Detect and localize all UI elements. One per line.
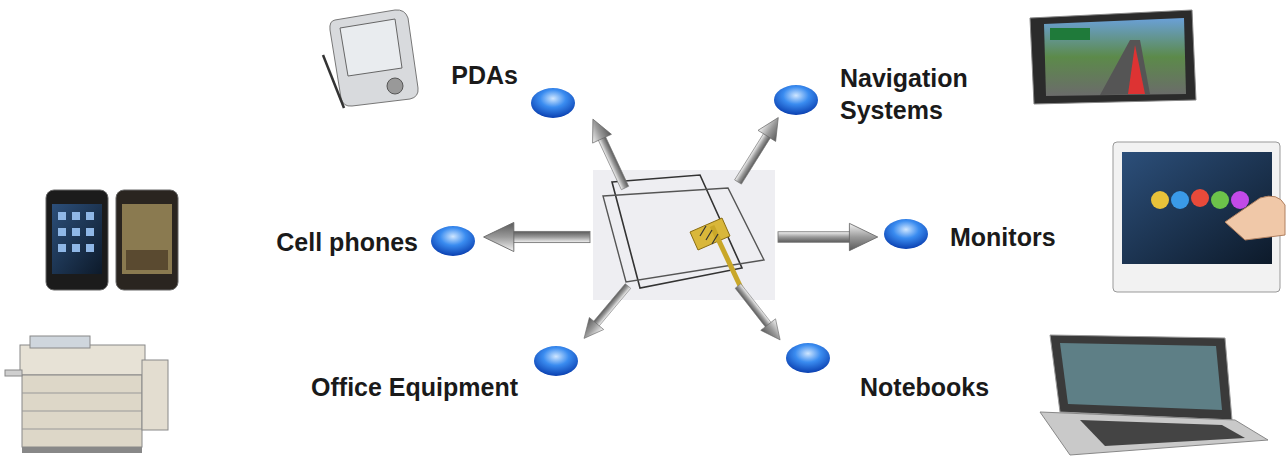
bullets — [431, 85, 928, 376]
device-label: Monitors — [950, 221, 1056, 253]
copier-picture — [5, 336, 168, 453]
touch-panel-photo — [593, 170, 775, 300]
pda-picture — [323, 10, 418, 108]
monitor-picture — [1113, 142, 1285, 292]
device-label: Cell phones — [276, 226, 418, 258]
cell-phones-picture — [46, 190, 178, 290]
notebook-picture — [1040, 335, 1268, 455]
navigation-picture — [1030, 10, 1196, 104]
device-label: Notebooks — [860, 371, 989, 403]
arrows — [484, 112, 878, 346]
device-label: Navigation Systems — [840, 62, 990, 126]
device-label: Office Equipment — [311, 371, 518, 403]
device-label: PDAs — [451, 59, 518, 91]
